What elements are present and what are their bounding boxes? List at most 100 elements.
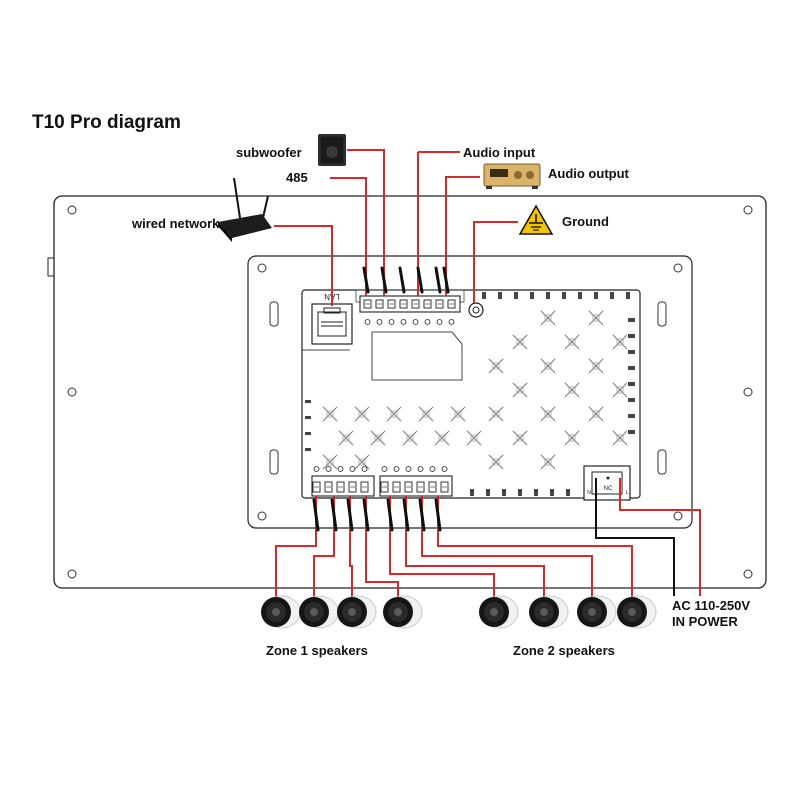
- terminal-pin: [416, 481, 425, 493]
- terminal-screw: [405, 466, 412, 472]
- pcb-tab: [305, 432, 311, 435]
- pcb-tab: [482, 292, 486, 299]
- pcb-tab: [628, 398, 635, 402]
- wire-twist-marks: [312, 266, 450, 532]
- pcb-component: [418, 406, 434, 422]
- terminal-screw: [364, 319, 371, 325]
- wire-twist: [386, 498, 394, 532]
- pcb-component: [612, 430, 628, 446]
- pcb-component: [354, 454, 370, 470]
- terminal-pin: [380, 481, 389, 493]
- pcb-tab: [628, 414, 635, 418]
- power-terminal: NC N L: [583, 465, 631, 501]
- signal-wires: [274, 149, 701, 598]
- ceiling-speaker-icon: [529, 595, 569, 629]
- terminal-pin: [363, 299, 372, 309]
- wire-485: [330, 177, 367, 296]
- pcb-component: [488, 406, 504, 422]
- ceiling-speaker-icon: [299, 595, 339, 629]
- speaker-terminal-blocks: [311, 466, 453, 497]
- terminal-pin: [324, 481, 333, 493]
- pcb-tab: [626, 292, 630, 299]
- terminal-pin: [428, 481, 437, 493]
- terminal-pin: [399, 299, 408, 309]
- pcb-component: [322, 454, 338, 470]
- wire-twist: [380, 266, 388, 294]
- wire-twist: [442, 266, 450, 294]
- wire-zone1-c: [349, 496, 353, 598]
- router-icon: [218, 177, 272, 242]
- wire-twist: [416, 266, 424, 294]
- terminal-screw: [417, 466, 424, 472]
- ground-warning-icon: [518, 204, 554, 235]
- pcb-component: [338, 430, 354, 446]
- wire-twist: [434, 498, 442, 532]
- terminal-pin: [411, 299, 420, 309]
- top-terminal-block: [359, 295, 461, 325]
- terminal-screw: [412, 319, 419, 325]
- pcb-component: [564, 430, 580, 446]
- pcb-component: [512, 430, 528, 446]
- terminal-screw: [436, 319, 443, 325]
- pcb-edge-tabs: [305, 292, 635, 496]
- terminal-screw: [325, 466, 332, 472]
- wire-twist: [312, 498, 320, 532]
- terminal-pin: [312, 481, 321, 493]
- ceiling-speakers: [261, 595, 657, 629]
- ceiling-speaker-icon: [617, 595, 657, 629]
- wire-zone2-b: [405, 496, 545, 598]
- pcb-component: [488, 358, 504, 374]
- pcb-tab: [628, 382, 635, 386]
- wire-zone1-a: [275, 496, 317, 598]
- label-485: 485: [286, 170, 308, 185]
- pcb-component: [354, 406, 370, 422]
- wire-audio-output: [445, 176, 480, 296]
- pcb-component: [588, 406, 604, 422]
- pcb-tab: [628, 350, 635, 354]
- amplifier-icon: [483, 163, 541, 189]
- terminal-pin: [440, 481, 449, 493]
- label-ground: Ground: [562, 214, 609, 229]
- pcb-component: [386, 406, 402, 422]
- pcb-component: [434, 430, 450, 446]
- terminal-pin: [387, 299, 396, 309]
- wire-twist: [362, 498, 370, 532]
- wire-zone1-d: [365, 496, 399, 598]
- wire-twist: [362, 266, 370, 294]
- label-power-line2: IN POWER: [672, 614, 738, 629]
- wire-zone2-d: [437, 496, 633, 598]
- subwoofer-icon: [318, 134, 346, 166]
- pcb-component: [564, 382, 580, 398]
- pcb-component: [370, 430, 386, 446]
- wire-twist: [398, 266, 406, 294]
- terminal-screw: [400, 319, 407, 325]
- terminal-screw: [381, 466, 388, 472]
- pcb-tab: [534, 489, 538, 496]
- label-audio-input: Audio input: [463, 145, 536, 160]
- pcb-tab: [562, 292, 566, 299]
- terminal-pin: [435, 299, 444, 309]
- terminal-screw: [448, 319, 455, 325]
- pcb-component: [612, 334, 628, 350]
- wire-ground: [473, 221, 518, 303]
- terminal-pin: [348, 481, 357, 493]
- pcb-component: [588, 310, 604, 326]
- ceiling-speaker-icon: [337, 595, 377, 629]
- terminal-screw: [441, 466, 448, 472]
- terminal-pin: [336, 481, 345, 493]
- pcb-component-pattern: [322, 310, 628, 470]
- terminal-pin: [360, 481, 369, 493]
- ceiling-speaker-icon: [577, 595, 617, 629]
- label-audio-output: Audio output: [548, 166, 629, 181]
- terminal-pin: [392, 481, 401, 493]
- terminal-screw: [361, 466, 368, 472]
- diagram-title: T10 Pro diagram: [32, 112, 181, 133]
- wire-subwoofer: [347, 149, 385, 296]
- wire-lan: [274, 225, 333, 306]
- label-zone2-speakers: Zone 2 speakers: [513, 643, 615, 658]
- back-plate: [247, 255, 693, 529]
- pcb-component: [402, 430, 418, 446]
- pcb-tab: [628, 318, 635, 322]
